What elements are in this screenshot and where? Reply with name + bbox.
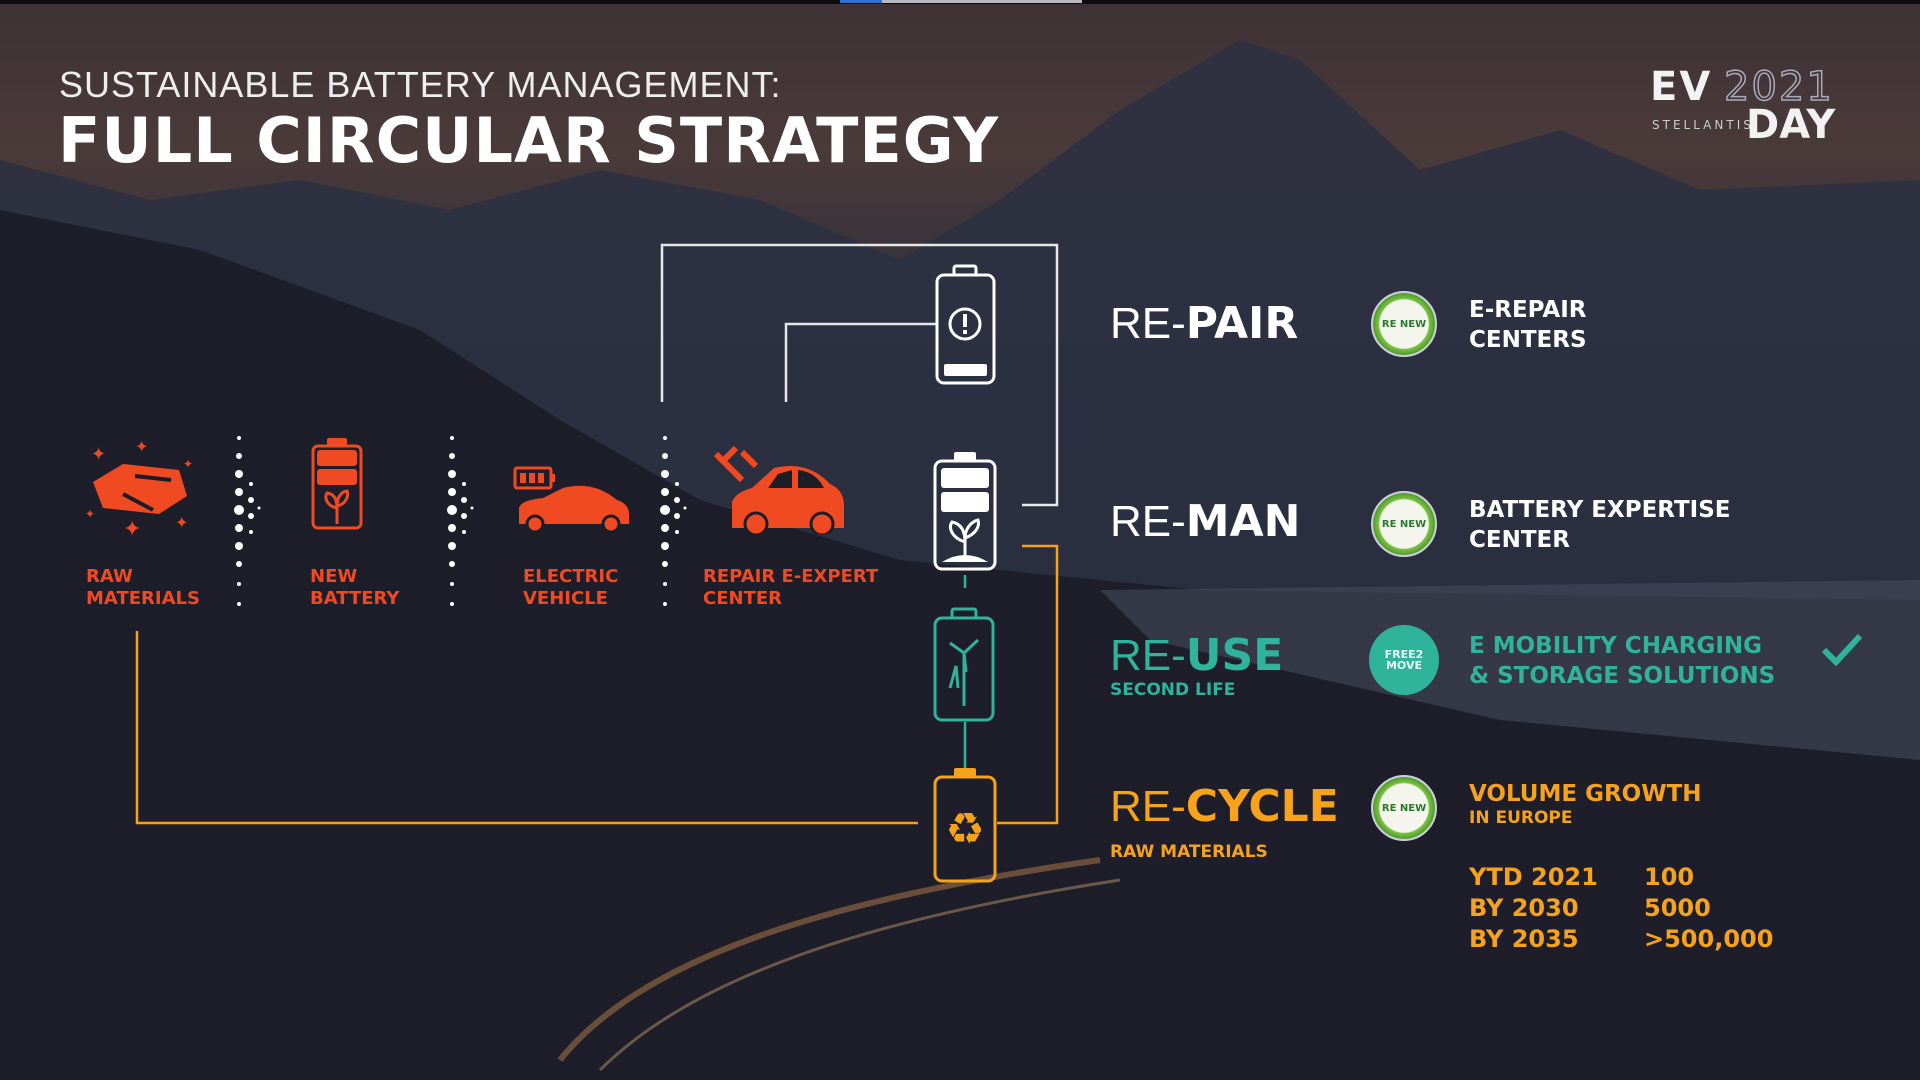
battery-wind-icon — [933, 607, 995, 722]
renew-logo: RE NEW — [1371, 291, 1437, 357]
svg-text:✦: ✦ — [91, 444, 106, 465]
free2move-logo: FREE2 MOVE — [1369, 625, 1439, 695]
logo-day: DAY — [1746, 102, 1836, 148]
checkmark-icon — [1821, 633, 1863, 667]
electric-car-icon — [513, 466, 629, 534]
renew-logo: RE NEW — [1371, 775, 1437, 841]
logo-brand: STELLANTIS — [1652, 118, 1754, 132]
svg-text:✦: ✦ — [123, 517, 141, 540]
strategy-reuse-heading: RE-USE — [1110, 630, 1284, 681]
svg-text:✦: ✦ — [135, 438, 148, 456]
dot-separator — [660, 436, 687, 606]
strategy-reman-heading: RE-MAN — [1110, 496, 1301, 547]
car-repair-icon — [713, 445, 844, 534]
logo-ev: EV — [1650, 64, 1713, 110]
renew-logo: RE NEW — [1371, 491, 1437, 557]
strategy-reuse-description: E MOBILITY CHARGING& STORAGE SOLUTIONS — [1469, 633, 1776, 689]
screen-top-bar — [0, 0, 1920, 4]
volume-row: BY 2035>500,000 — [1469, 925, 1774, 953]
logo-year: 2021 — [1723, 63, 1834, 111]
raw-materials-icon: ✦ ✦ ✦ ✦ ✦ ✦ — [85, 438, 193, 540]
svg-text:♻: ♻ — [945, 804, 984, 855]
battery-alert-icon — [935, 264, 996, 385]
dot-separator — [234, 436, 261, 606]
dot-separator — [447, 436, 474, 606]
strategy-reuse-subtitle: SECOND LIFE — [1110, 680, 1236, 700]
strategy-recycle-subtitle: RAW MATERIALS — [1110, 842, 1268, 862]
battery-leaf-icon — [933, 452, 997, 571]
svg-text:✦: ✦ — [175, 513, 188, 532]
battery-recycle-icon: ♻ — [933, 768, 997, 883]
ev-day-logo: EV 2021 STELLANTIS DAY — [1650, 63, 1835, 150]
strategy-repair-heading: RE-PAIR — [1110, 298, 1299, 349]
page-subtitle: SUSTAINABLE BATTERY MANAGEMENT: — [59, 64, 782, 105]
svg-text:✦: ✦ — [85, 507, 95, 521]
svg-text:✦: ✦ — [183, 457, 193, 471]
page-title: FULL CIRCULAR STRATEGY — [58, 104, 1000, 177]
strategy-recycle-heading: RE-CYCLE — [1110, 781, 1339, 832]
battery-leaf-orange-icon — [311, 438, 363, 530]
